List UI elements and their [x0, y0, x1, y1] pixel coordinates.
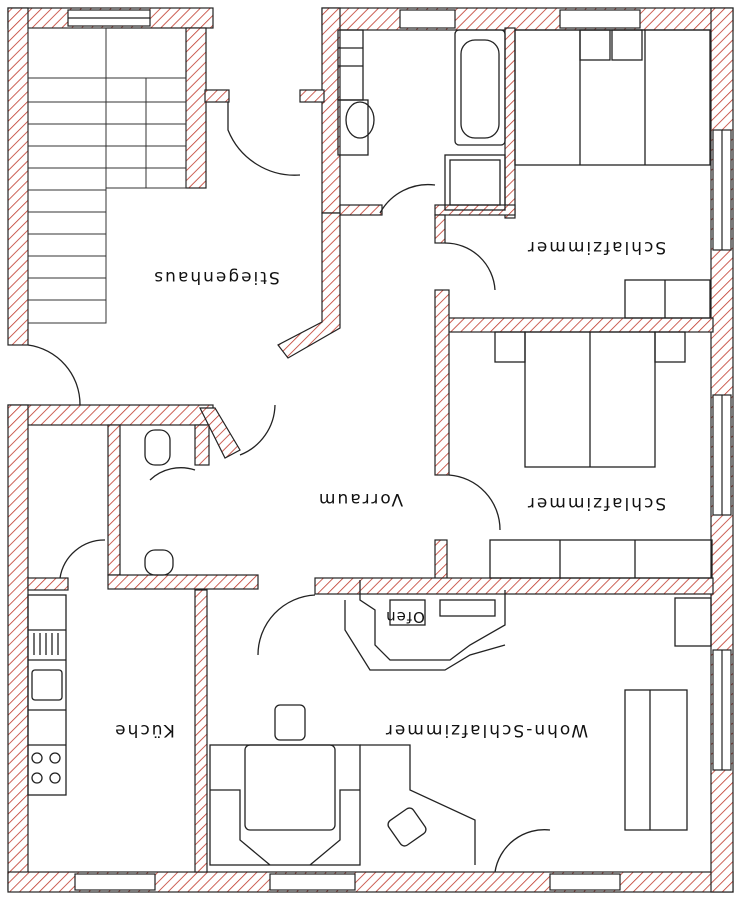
walls: [7, 7, 734, 893]
label-stiegenhaus: Stiegenhaus: [152, 267, 280, 287]
stairs: [27, 27, 187, 324]
kitchen-fixtures: [27, 594, 67, 796]
room-labels: Stiegenhaus Schlafzimmer Vorraum Schlafz…: [113, 237, 666, 740]
label-ofen: Ofen: [385, 608, 425, 626]
label-kueche: Küche: [113, 720, 175, 740]
label-schlafzimmer-oben: Schlafzimmer: [526, 237, 666, 257]
label-schlafzimmer-mitte: Schlafzimmer: [526, 493, 666, 513]
bedroom-furniture: [489, 29, 713, 579]
living-furniture: [209, 580, 712, 866]
windows: [67, 9, 732, 891]
doors: [27, 102, 551, 873]
label-wohn-schlafzimmer: Wohn-Schlafzimmer: [384, 720, 588, 740]
bathroom-fixtures: [144, 29, 506, 576]
label-vorraum: Vorraum: [317, 489, 403, 509]
